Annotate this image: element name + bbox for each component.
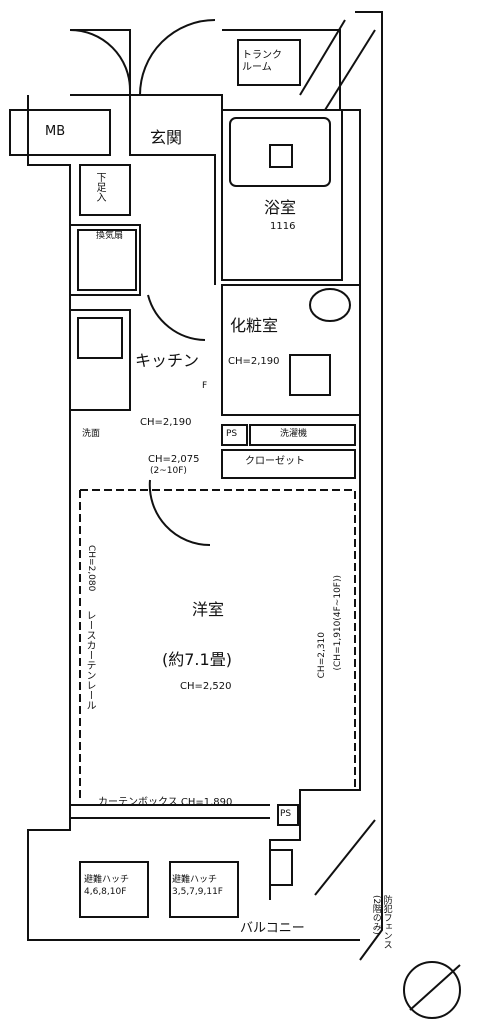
label-rail: レースカーテンレール — [84, 610, 95, 710]
label-washroom: 洗面 — [82, 429, 101, 439]
label-yokushitsu: 浴室 — [264, 198, 297, 217]
label-ps1: PS — [226, 429, 238, 439]
door-swing-1 — [69, 29, 131, 91]
hatch-1-box — [79, 861, 149, 918]
label-fan: F — [202, 381, 208, 391]
kitchen-walls — [70, 224, 141, 411]
washroom-box — [221, 284, 361, 416]
label-western: 洋室 — [192, 600, 225, 619]
label-western-ch: CH=2,520 — [180, 681, 232, 692]
label-kitchen: キッチン — [135, 351, 200, 370]
wall-top-left — [70, 29, 131, 96]
label-mb: MB — [45, 124, 66, 139]
label-right-ch: CH=2,310 — [317, 632, 327, 679]
label-kitchen-ch: CH=2,190 — [140, 417, 192, 428]
ps2-box — [277, 804, 299, 826]
shoe-box — [79, 164, 131, 216]
ps-box — [221, 424, 248, 446]
door-swing-2 — [139, 19, 216, 96]
label-left-ch: CH=2,080 — [86, 545, 96, 592]
tub-inner — [269, 144, 293, 168]
western-room-dashed — [79, 489, 356, 800]
label-closet-ch-sub: (2~10F) — [150, 466, 187, 476]
label-vent: 換気扇 — [96, 231, 124, 241]
wall-right-outer — [355, 11, 383, 961]
label-ps2: PS — [280, 809, 292, 819]
north-circle — [403, 961, 461, 1019]
label-genkan: 玄関 — [150, 128, 183, 147]
sink — [289, 354, 331, 396]
bathtub — [229, 117, 331, 187]
label-closet: クローゼット — [245, 456, 305, 467]
label-balcony: バルコニー — [240, 921, 305, 936]
balcony-box — [269, 849, 293, 886]
label-trunk-room: トランク ルーム — [242, 50, 282, 73]
door-swing-3 — [148, 479, 211, 547]
door-swing-4 — [147, 294, 206, 341]
toilet — [309, 288, 351, 322]
wall-outer-left — [27, 95, 360, 941]
label-closet-ch: CH=2,075 — [148, 454, 200, 465]
hatch-2-box — [169, 861, 239, 918]
laundry-box — [249, 424, 356, 446]
label-kesho-ch: CH=2,190 — [228, 356, 280, 367]
label-right-ch-sub: (CH=1,910(4F~10F)) — [333, 575, 343, 671]
label-kesho: 化粧室 — [230, 316, 279, 335]
label-western-size: (約7.1畳) — [162, 650, 232, 669]
label-shita-ashi: 下足入 — [94, 172, 105, 202]
stove — [77, 317, 123, 359]
fridge — [77, 229, 137, 291]
wall-right-inner — [222, 29, 361, 900]
bathroom-box — [221, 109, 343, 281]
closet-box — [221, 449, 356, 479]
label-hatch-1: 避難ハッチ 4,6,8,10F — [84, 875, 130, 897]
trunk-room-box — [237, 39, 301, 86]
label-curtain-box: カーテンボックス CH=1,890 — [98, 797, 233, 808]
label-laundry: 洗濯機 — [280, 429, 308, 439]
label-fence: 防犯フェンス (2階のみ) — [370, 895, 392, 949]
mb-box — [9, 109, 111, 156]
label-bath-size: 1116 — [270, 221, 296, 232]
label-hatch-2: 避難ハッチ 3,5,7,9,11F — [172, 875, 223, 897]
entrance-walls — [129, 94, 223, 285]
